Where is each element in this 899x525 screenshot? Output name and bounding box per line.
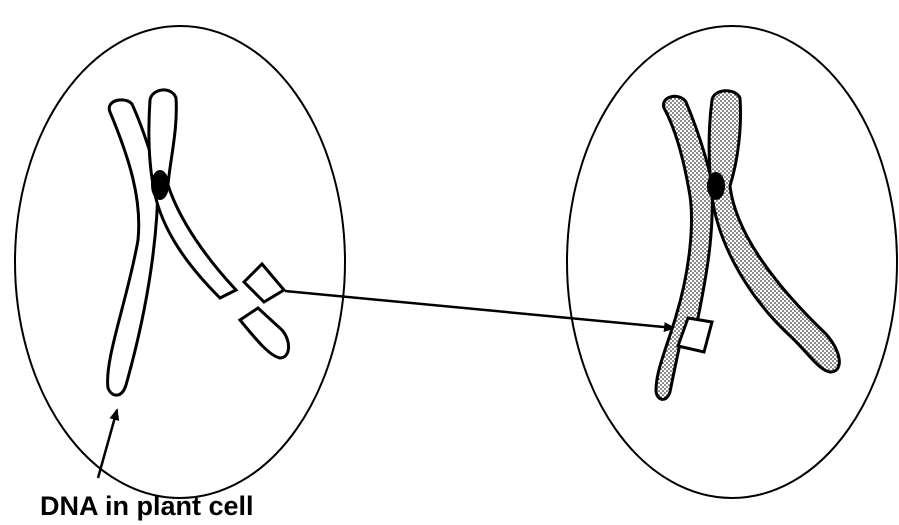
- transfer-arrow: [285, 291, 674, 328]
- centromere-right: [707, 172, 725, 200]
- plant-cell-right: [567, 26, 897, 498]
- caption-arrow: [98, 410, 117, 478]
- centromere-left: [151, 170, 169, 200]
- caption-label: DNA in plant cell: [40, 491, 254, 521]
- chromatid-right-2: [709, 91, 839, 372]
- plant-cell-left: [15, 26, 345, 498]
- dna-fragment-1: [244, 264, 284, 302]
- chromatid-right-1: [656, 96, 712, 399]
- cell-membrane-left: [15, 26, 345, 498]
- dna-fragment-2: [240, 308, 289, 358]
